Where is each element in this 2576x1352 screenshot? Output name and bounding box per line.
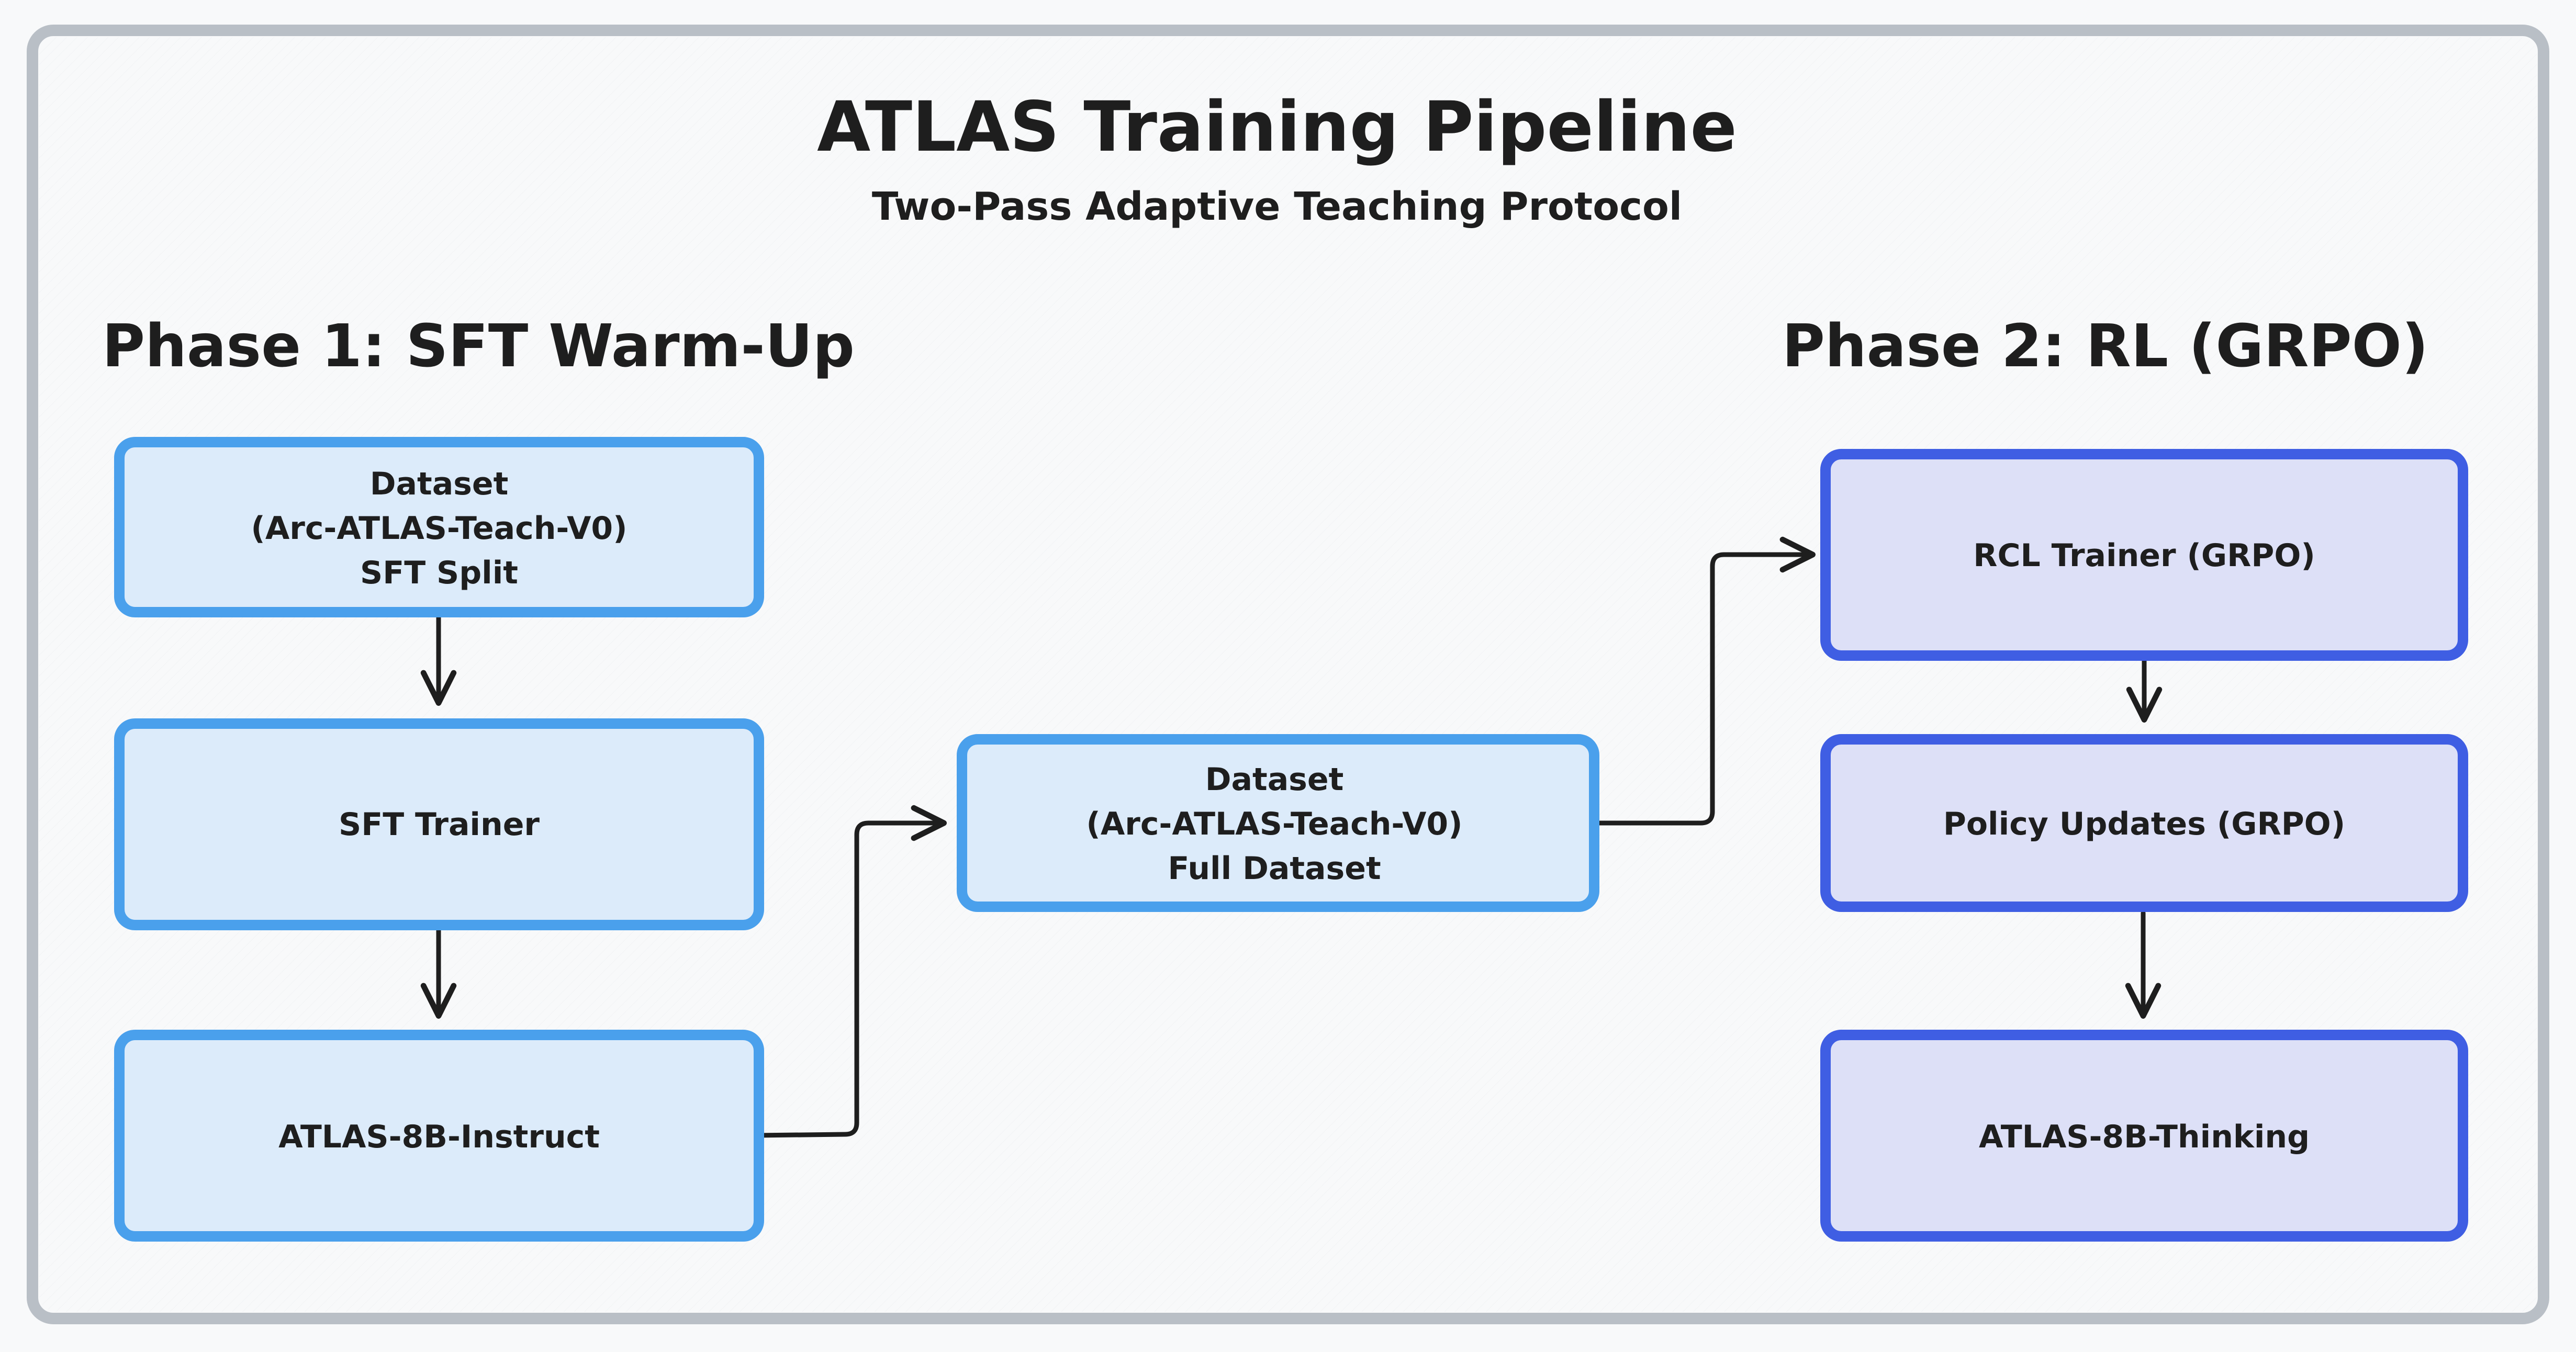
node-line: (Arc-ATLAS-Teach-V0): [251, 510, 627, 547]
frame-texture: [39, 37, 2537, 1312]
node-sft-trainer: SFT Trainer: [114, 718, 764, 930]
node-dataset-sft: Dataset (Arc-ATLAS-Teach-V0) SFT Split: [114, 437, 764, 617]
node-line: RCL Trainer (GRPO): [1973, 537, 2315, 574]
node-line: ATLAS-8B-Instruct: [278, 1119, 600, 1155]
node-rcl-trainer: RCL Trainer (GRPO): [1820, 449, 2468, 661]
arrow-full-dataset-to-rcl: [1594, 536, 1816, 826]
diagram-title: ATLAS Training Pipeline: [817, 87, 1737, 167]
node-atlas-thinking: ATLAS-8B-Thinking: [1820, 1030, 2468, 1242]
node-line: SFT Trainer: [339, 806, 540, 843]
node-line: Dataset: [370, 466, 509, 502]
node-line: Full Dataset: [1168, 850, 1381, 887]
diagram-subtitle: Two-Pass Adaptive Teaching Protocol: [872, 184, 1682, 229]
node-line: (Arc-ATLAS-Teach-V0): [1086, 806, 1462, 842]
node-line: SFT Split: [360, 555, 518, 591]
phase1-heading: Phase 1: SFT Warm-Up: [102, 312, 855, 380]
connectors: [420, 536, 2163, 1138]
node-atlas-instruct: ATLAS-8B-Instruct: [114, 1030, 764, 1242]
node-line: Dataset: [1205, 761, 1344, 798]
arrow-instruct-to-full-dataset: [754, 805, 947, 1138]
node-line: Policy Updates (GRPO): [1943, 806, 2345, 842]
node-policy-updates: Policy Updates (GRPO): [1820, 734, 2468, 912]
node-line: ATLAS-8B-Thinking: [1979, 1119, 2310, 1155]
phase2-heading: Phase 2: RL (GRPO): [1782, 312, 2428, 380]
node-dataset-full: Dataset (Arc-ATLAS-Teach-V0) Full Datase…: [957, 734, 1599, 912]
